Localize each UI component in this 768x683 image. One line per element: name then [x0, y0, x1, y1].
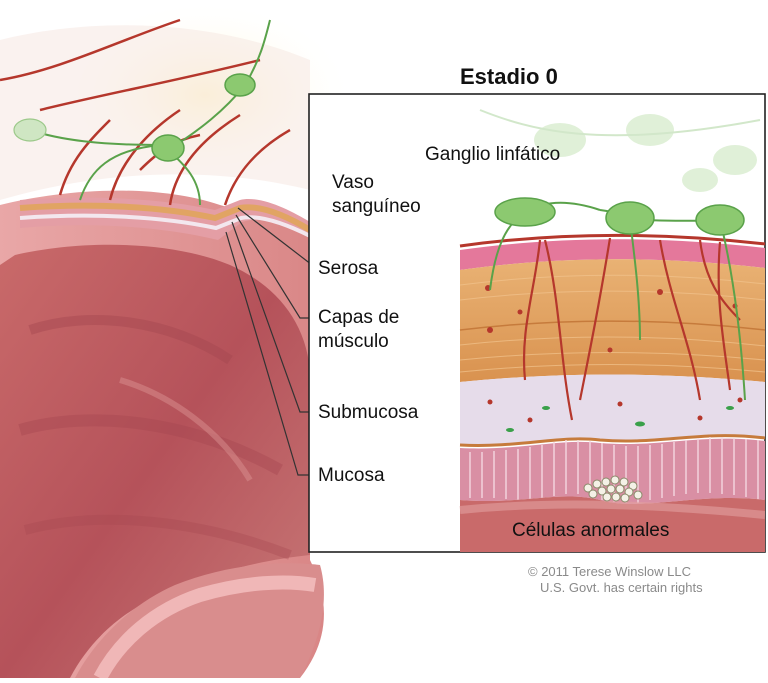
copyright-credit-line1: © 2011 Terese Winslow LLC	[528, 564, 691, 579]
label-muscle-line2: músculo	[318, 331, 389, 353]
lymph-node-inset-1	[495, 198, 555, 226]
label-abnormal-cells: Células anormales	[512, 520, 669, 542]
lymph-node-left-2	[225, 74, 255, 96]
lymph-node-left-3	[14, 119, 46, 141]
label-submucosa: Submucosa	[318, 402, 418, 424]
label-vessel-line1: Vaso	[332, 172, 374, 194]
label-mucosa: Mucosa	[318, 465, 385, 487]
lymph-node-inset-3	[696, 205, 744, 235]
label-lymph-node: Ganglio linfático	[425, 144, 560, 166]
label-vessel-line2: sanguíneo	[332, 196, 421, 218]
label-serosa: Serosa	[318, 258, 378, 280]
lymph-node-left-1	[152, 135, 184, 161]
diagram-title: Estadio 0	[460, 66, 558, 88]
colon-illustration	[0, 0, 355, 678]
label-muscle-line1: Capas de	[318, 307, 399, 329]
copyright-credit-line2: U.S. Govt. has certain rights	[540, 580, 703, 595]
lymph-node-inset-2	[606, 202, 654, 234]
